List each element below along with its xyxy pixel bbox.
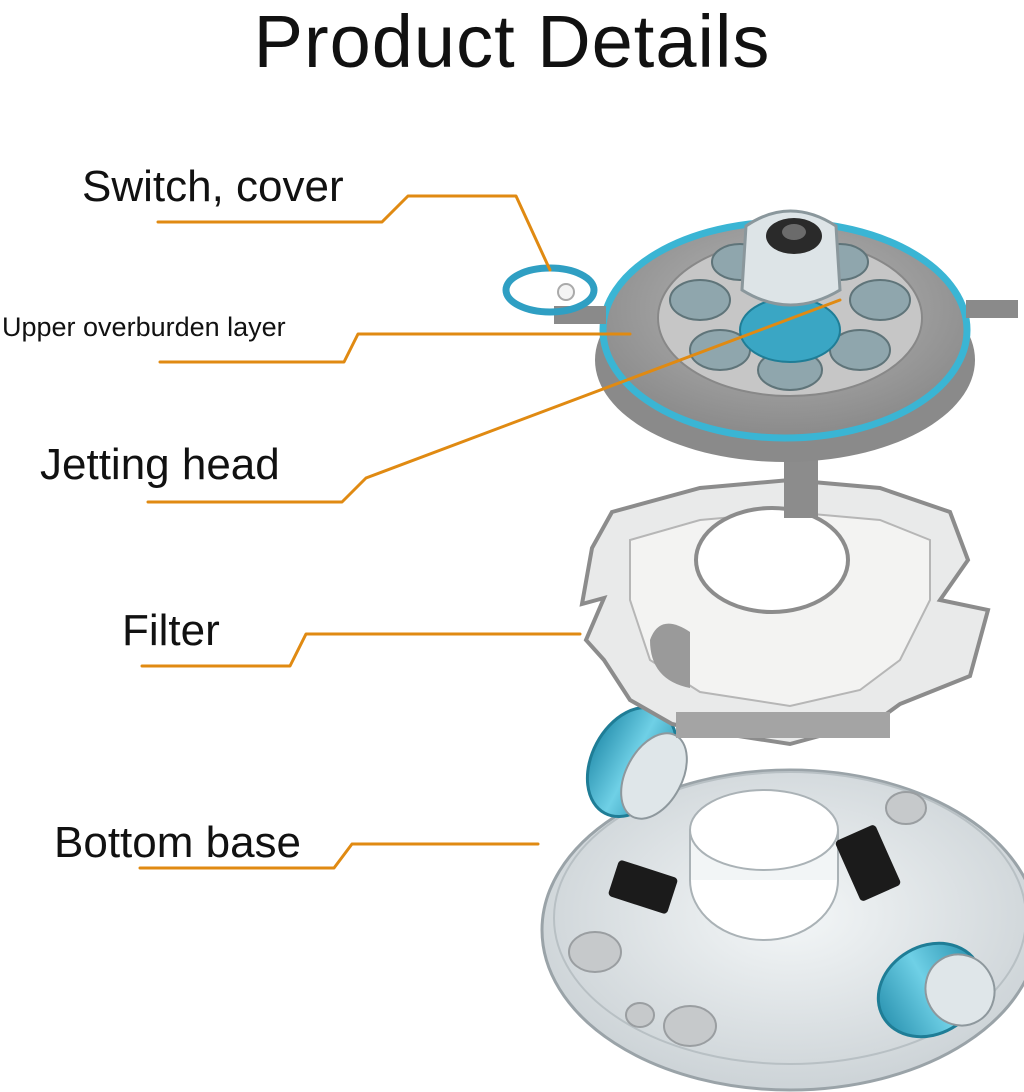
right-wheel <box>876 941 996 1039</box>
leader-line-filter <box>140 632 582 668</box>
bottom-base <box>540 705 1024 1092</box>
label-filter: Filter <box>122 606 220 655</box>
label-upper-overburden-layer: Upper overburden layer <box>2 312 286 342</box>
left-wheel <box>585 705 688 820</box>
label-switch-cover: Switch, cover <box>82 162 344 211</box>
leader-line-upper-layer <box>158 332 632 364</box>
leader-line-jetting-head <box>146 298 842 504</box>
label-jetting-head: Jetting head <box>40 440 280 489</box>
top-unit <box>502 209 1018 462</box>
label-bottom-base: Bottom base <box>54 818 302 867</box>
leader-line-switch-cover <box>156 194 552 272</box>
filter <box>579 456 991 747</box>
page-title: Product Details <box>253 0 771 83</box>
leader-lines <box>138 194 842 870</box>
leader-line-bottom-base <box>138 842 540 870</box>
